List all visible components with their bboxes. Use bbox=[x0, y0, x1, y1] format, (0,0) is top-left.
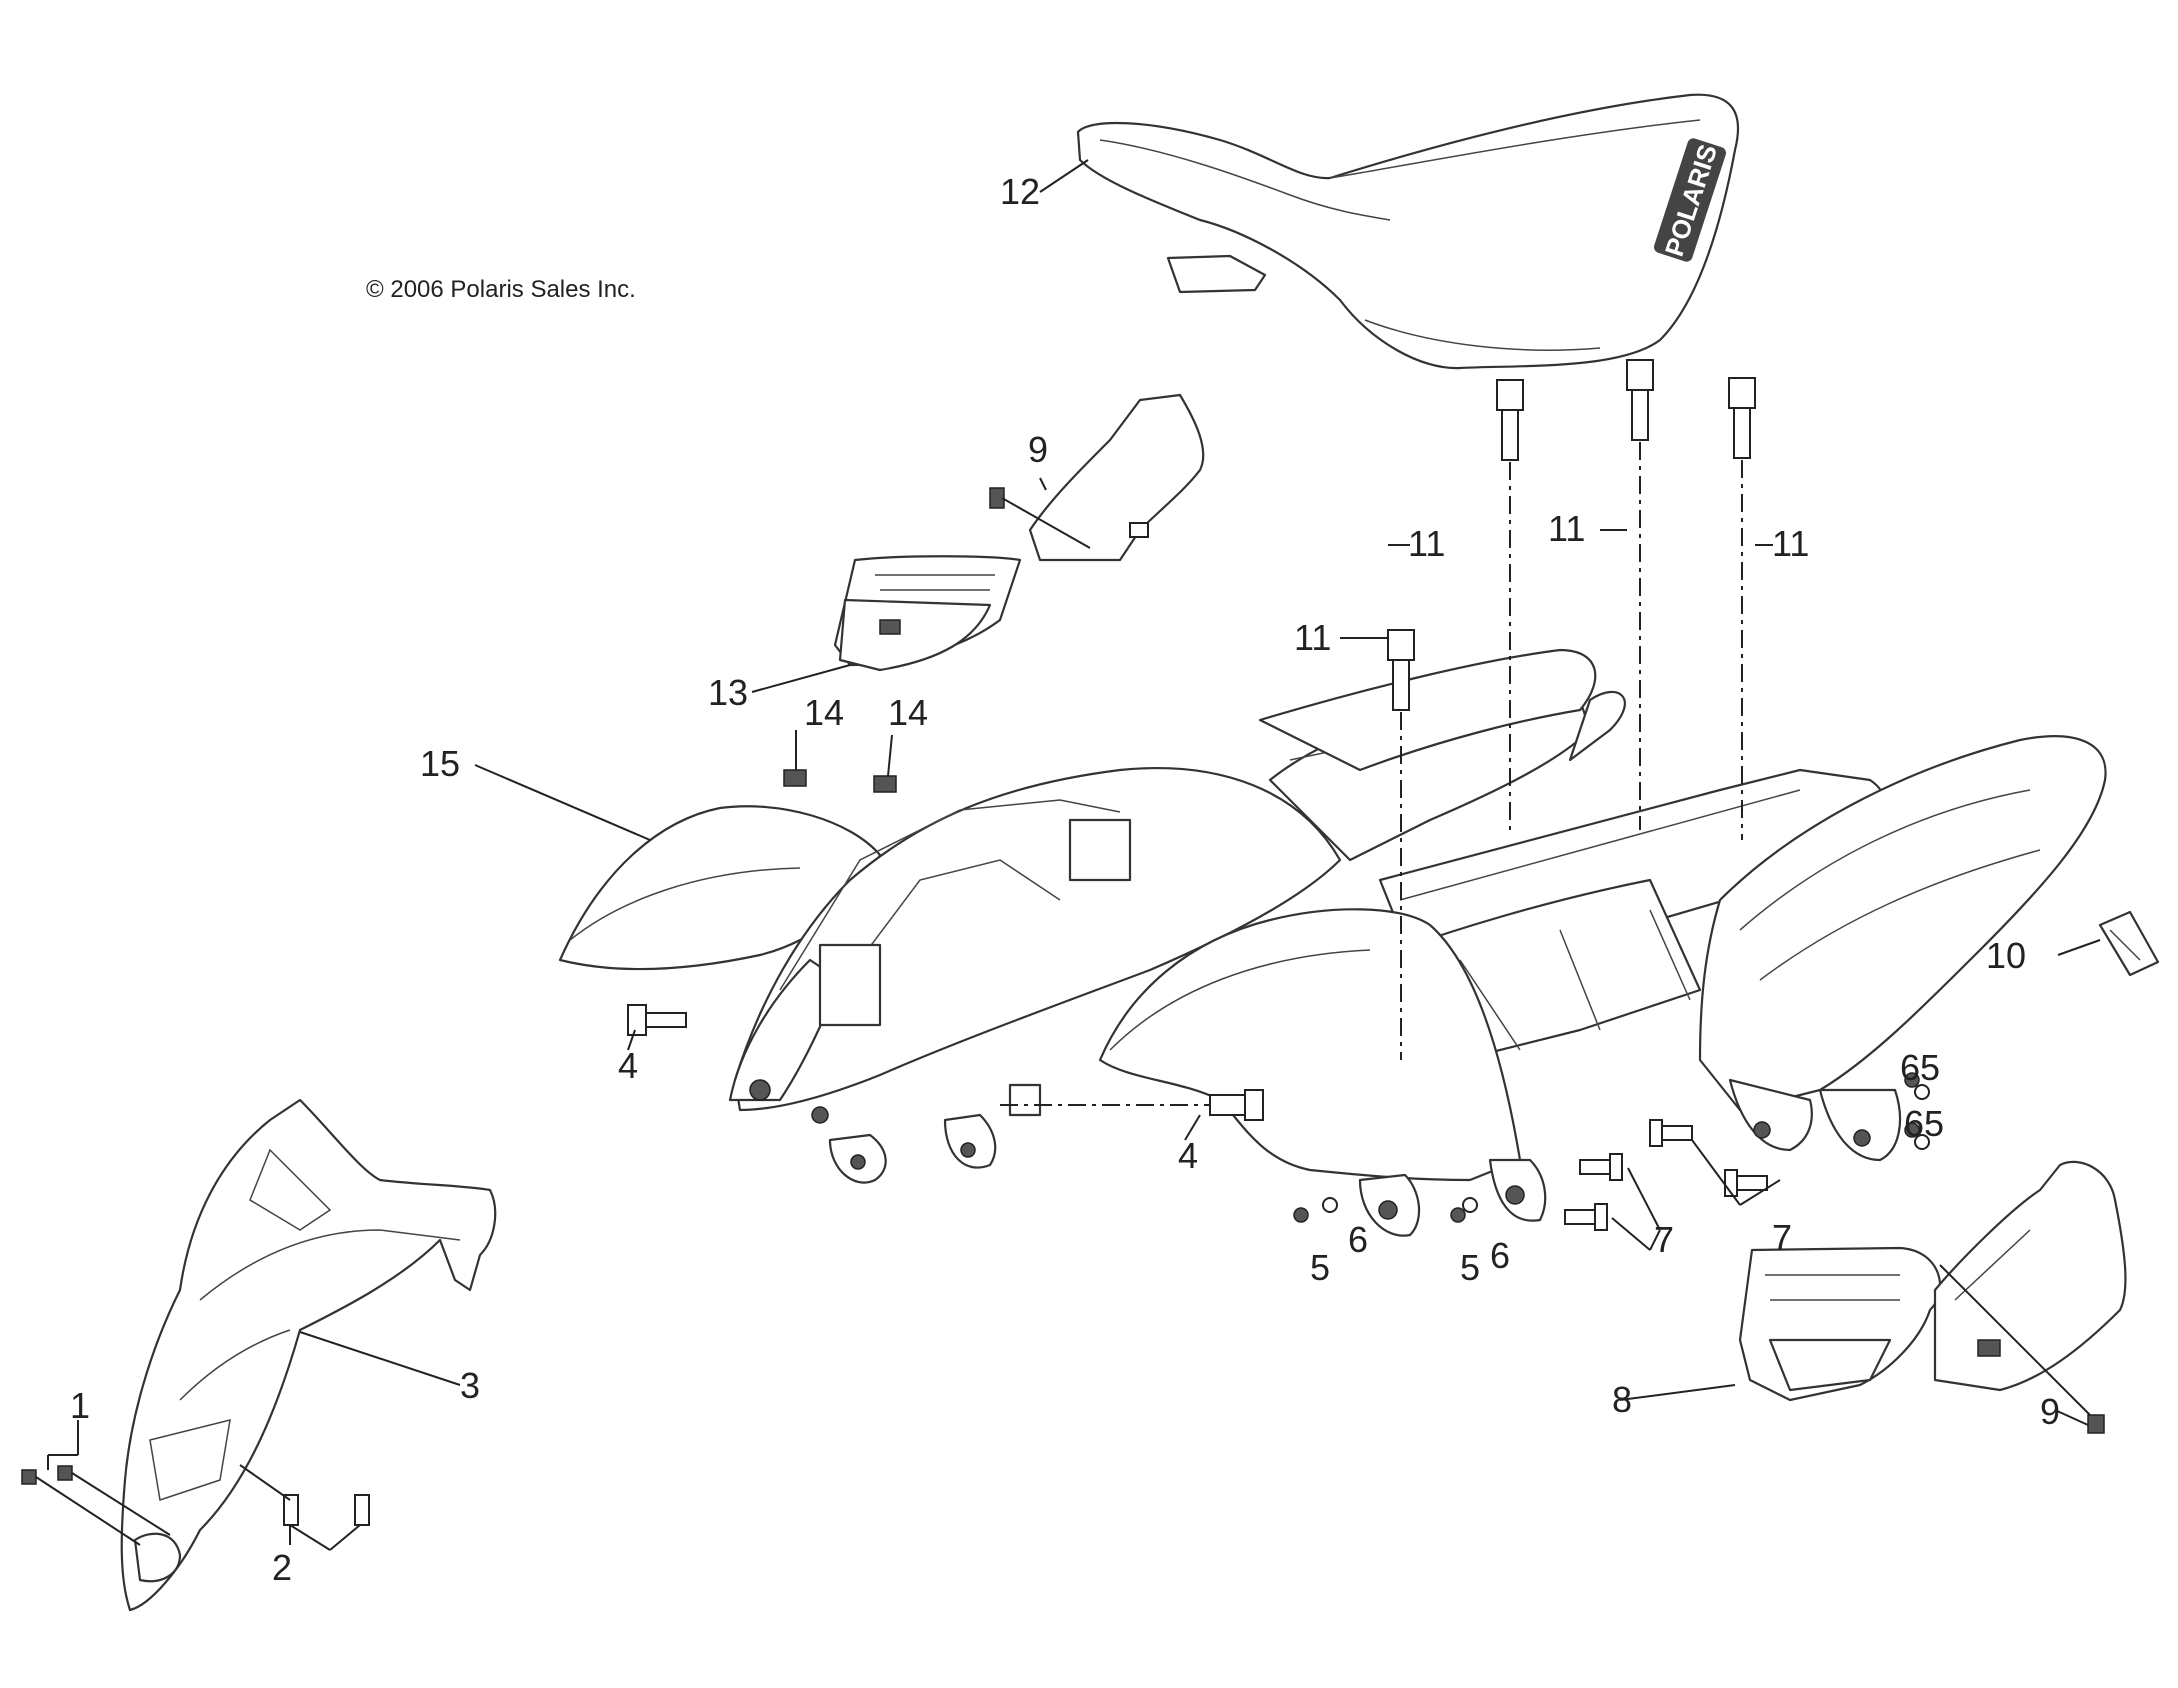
callout-7-a: 7 bbox=[1654, 1219, 1674, 1260]
bolt-4b bbox=[1209, 1089, 1264, 1121]
callout-13: 13 bbox=[708, 672, 748, 713]
long-bolt-11d bbox=[1728, 377, 1756, 840]
callout-5-b: 5 bbox=[1460, 1247, 1480, 1288]
callout-5-a: 5 bbox=[1310, 1247, 1330, 1288]
leader-lines bbox=[299, 159, 2101, 1426]
reflector-10 bbox=[2098, 910, 2160, 977]
nuts-washers-right bbox=[1904, 1072, 1930, 1150]
callout-14-a: 14 bbox=[804, 692, 844, 733]
callout-3: 3 bbox=[460, 1365, 480, 1406]
callout-6-a: 6 bbox=[1348, 1219, 1368, 1260]
side-panel-left bbox=[833, 393, 1205, 672]
callout-4-b: 4 bbox=[1178, 1135, 1198, 1176]
callout-8: 8 bbox=[1612, 1379, 1632, 1420]
callout-15: 15 bbox=[420, 743, 460, 784]
callout-6-b: 6 bbox=[1490, 1235, 1510, 1276]
bolts-7-left bbox=[1564, 1153, 1661, 1251]
callout-9-lower: 9 bbox=[2040, 1391, 2060, 1432]
seat: POLARIS bbox=[1076, 93, 1740, 370]
callout-11-d: 11 bbox=[1294, 617, 1331, 658]
side-panel-right bbox=[1738, 1160, 2127, 1402]
long-bolt-11a bbox=[1387, 629, 1415, 1060]
callout-9-upper: 9 bbox=[1028, 429, 1048, 470]
front-fender-body bbox=[558, 767, 1342, 1124]
rear-right-fender bbox=[1698, 735, 2107, 1162]
callout-7-b: 7 bbox=[1772, 1217, 1792, 1258]
nuts-washers-left bbox=[1293, 1197, 1478, 1223]
screws-1 bbox=[21, 1420, 171, 1546]
callout-14-b: 14 bbox=[888, 692, 928, 733]
clip-14b bbox=[873, 775, 897, 793]
callout-1: 1 bbox=[70, 1385, 90, 1426]
callout-10: 10 bbox=[1986, 935, 2026, 976]
callout-65-b: 65 bbox=[1904, 1103, 1944, 1144]
callout-4-a: 4 bbox=[618, 1045, 638, 1086]
front-lower-mounts bbox=[828, 1083, 1042, 1184]
callout-labels: 12 9 11 11 11 11 13 14 14 15 10 4 4 65 6… bbox=[70, 171, 2060, 1588]
bolt-4a bbox=[627, 1004, 687, 1036]
screws-2 bbox=[239, 1464, 370, 1551]
long-bolt-11b bbox=[1496, 379, 1524, 830]
front-panel bbox=[120, 1098, 497, 1612]
clip-14a bbox=[783, 769, 807, 787]
front-right-fender bbox=[1098, 908, 1547, 1237]
callout-65-a: 65 bbox=[1900, 1047, 1940, 1088]
callout-11-c: 11 bbox=[1772, 523, 1809, 564]
copyright-notice: © 2006 Polaris Sales Inc. bbox=[366, 276, 636, 303]
callout-12: 12 bbox=[1000, 171, 1040, 212]
long-bolt-11c bbox=[1626, 359, 1654, 830]
callout-11-b: 11 bbox=[1548, 508, 1585, 549]
bolts-7-right bbox=[1649, 1119, 1781, 1206]
bolt-9-upper bbox=[989, 487, 1091, 549]
bolt-9-lower bbox=[1939, 1264, 2105, 1434]
callout-2: 2 bbox=[272, 1547, 292, 1588]
callout-11-a: 11 bbox=[1408, 523, 1445, 564]
